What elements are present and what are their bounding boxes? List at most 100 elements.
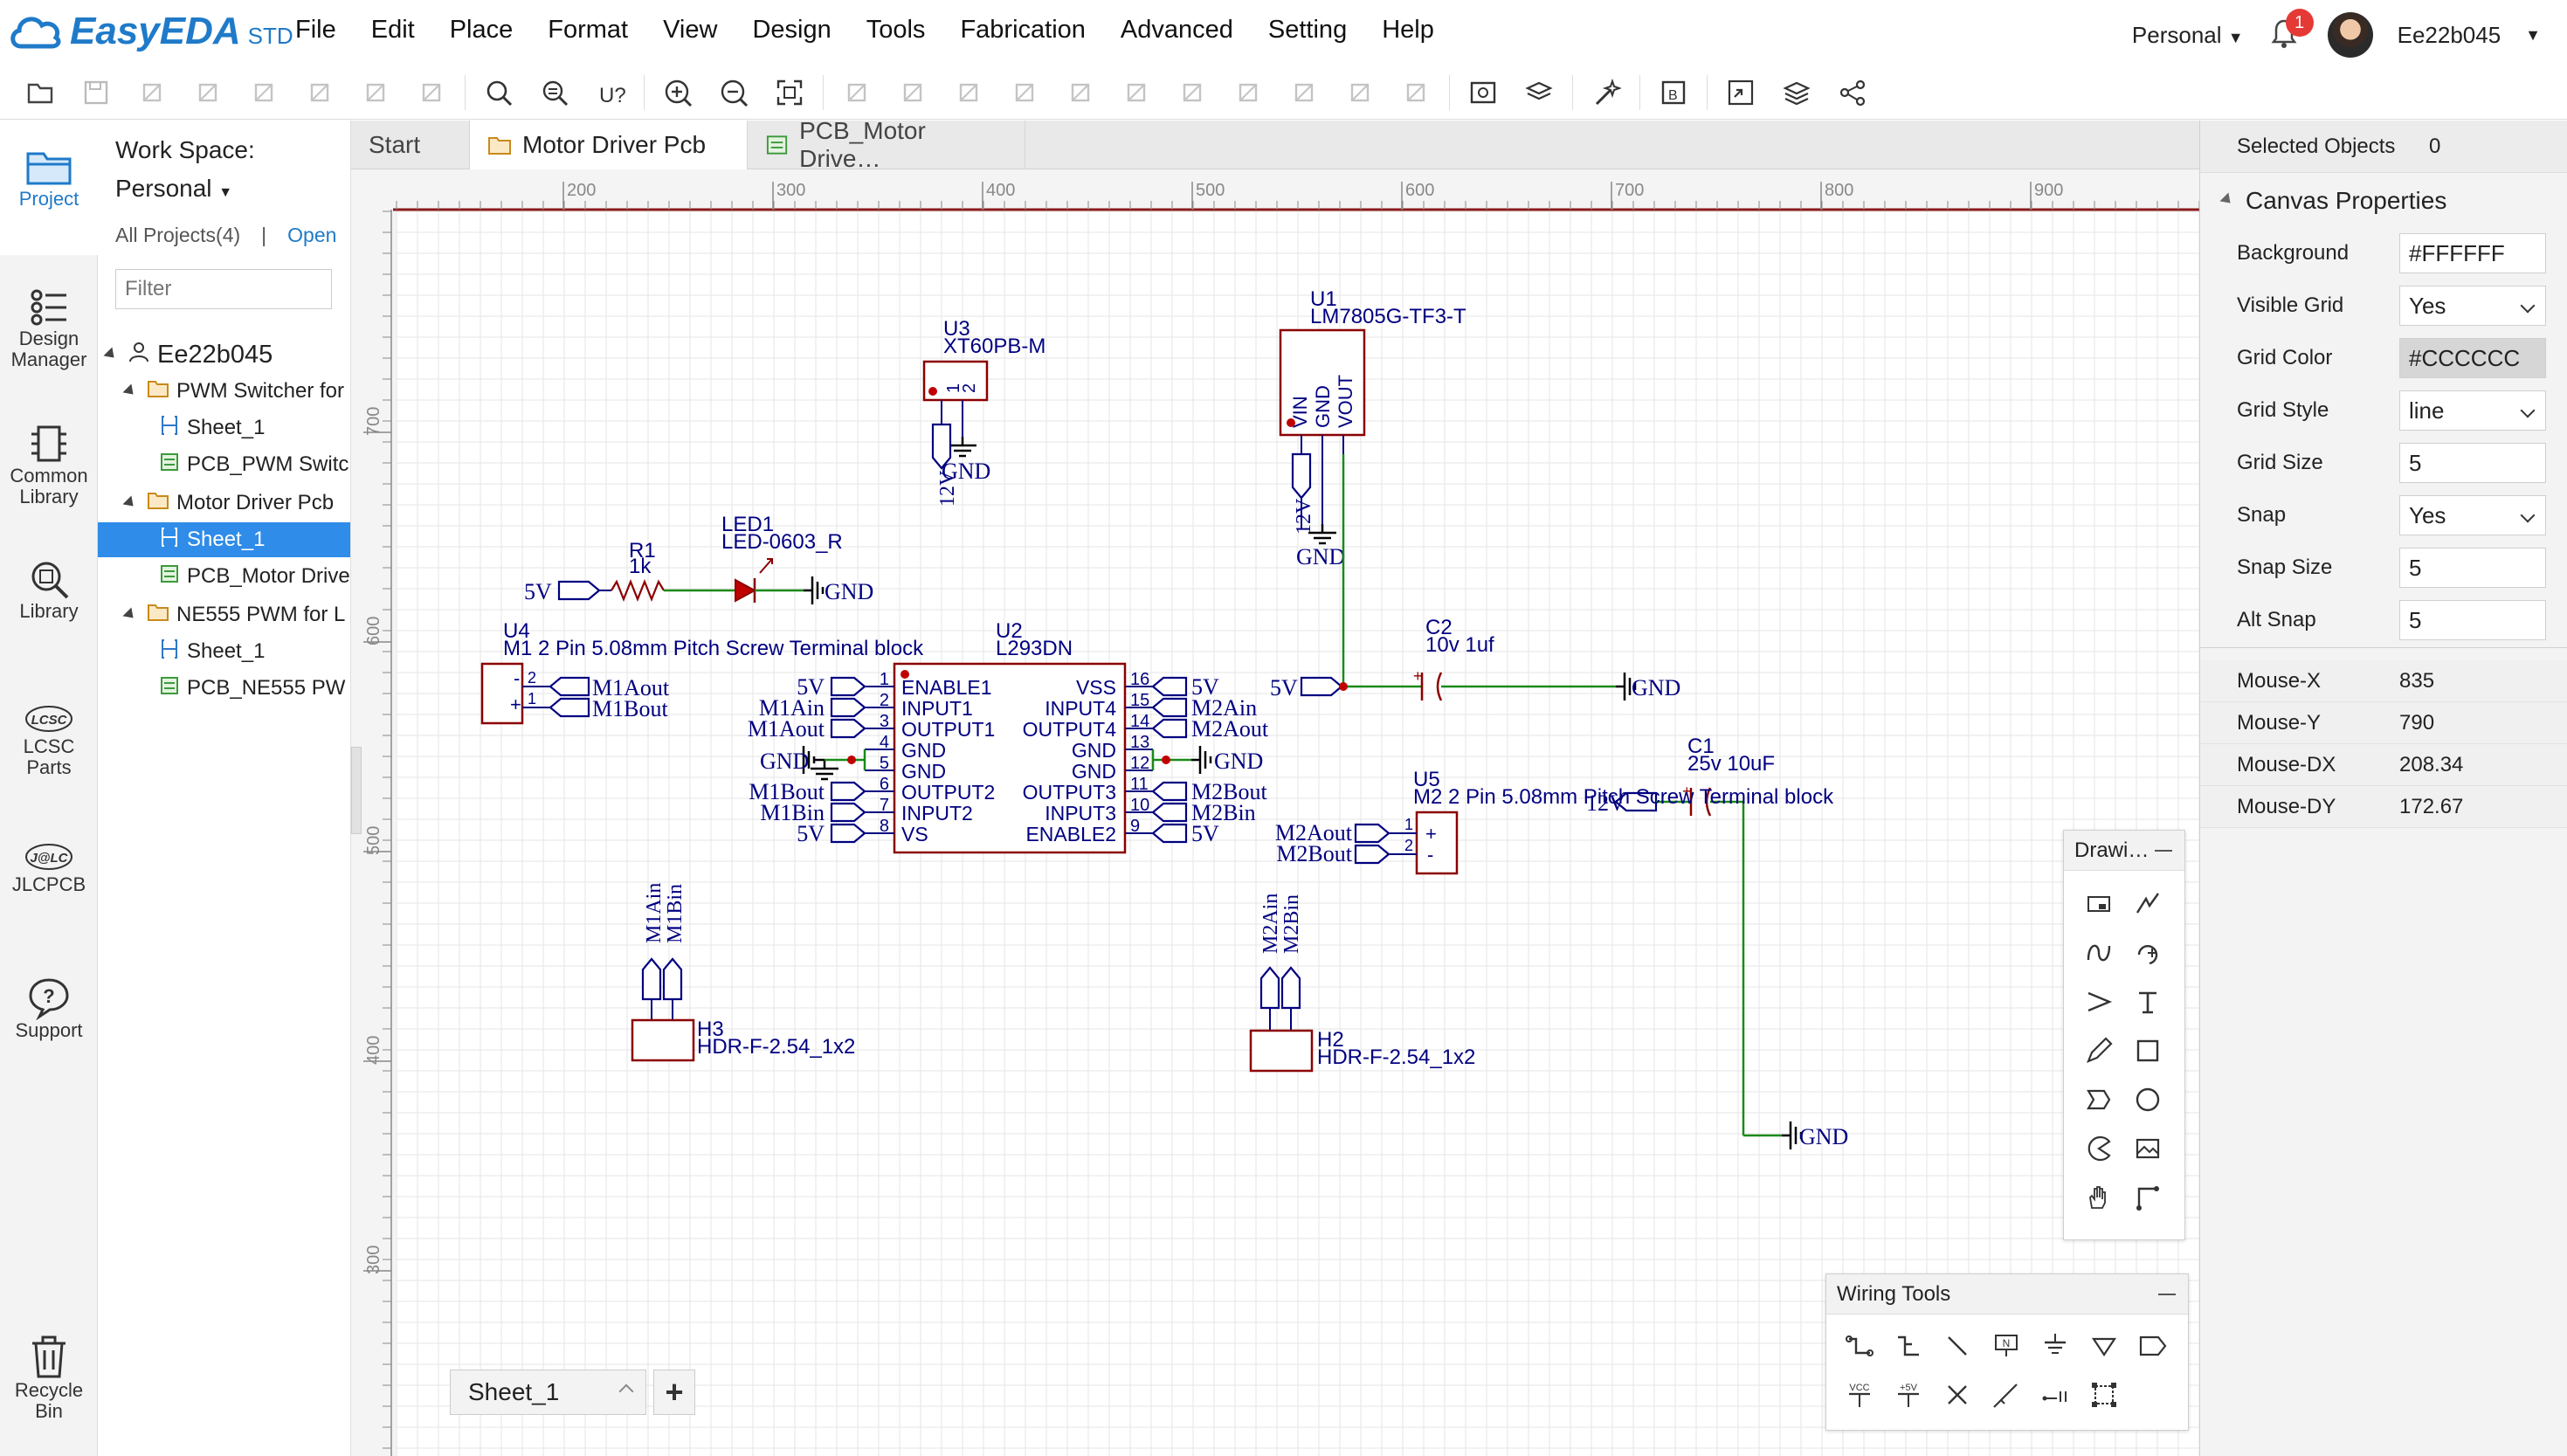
plus5v-icon[interactable]: +5V bbox=[1884, 1370, 1933, 1419]
prop-color[interactable]: #CCCCCC bbox=[2399, 338, 2546, 378]
bom-icon[interactable] bbox=[1511, 66, 1567, 120]
align-center-icon[interactable] bbox=[1220, 66, 1276, 120]
notification-button[interactable]: 1 bbox=[2268, 9, 2314, 54]
netport-icon[interactable] bbox=[2129, 1321, 2177, 1370]
arc-icon[interactable] bbox=[2123, 928, 2172, 977]
align-right-icon[interactable] bbox=[1052, 66, 1108, 120]
tree-item-sheet[interactable]: Sheet_1 bbox=[98, 411, 350, 445]
rail-jlcpcb[interactable]: J@LC JLCPCB bbox=[0, 839, 98, 895]
gnd-icon[interactable] bbox=[2031, 1321, 2080, 1370]
pie-icon[interactable] bbox=[2074, 1124, 2123, 1173]
collapse-triangle-icon[interactable] bbox=[2219, 192, 2235, 208]
tab-pcb-motor-drive[interactable]: PCB_Motor Drive… bbox=[748, 117, 1025, 172]
redo-icon[interactable] bbox=[180, 66, 236, 120]
image-icon[interactable] bbox=[2123, 1124, 2172, 1173]
rotate-icon[interactable] bbox=[829, 66, 885, 120]
prop-select[interactable]: line bbox=[2399, 390, 2546, 431]
bus-entry-icon[interactable] bbox=[2074, 880, 2123, 928]
menu-fabrication[interactable]: Fabrication bbox=[960, 16, 1086, 44]
bus-icon[interactable] bbox=[1884, 1321, 1933, 1370]
layers-icon[interactable] bbox=[1769, 66, 1825, 120]
tab-motor-driver-pcb[interactable]: Motor Driver Pcb bbox=[470, 121, 748, 169]
group-icon[interactable] bbox=[2080, 1370, 2129, 1419]
drawing-tools-header[interactable]: Drawi… bbox=[2064, 831, 2184, 871]
align-bottom-icon[interactable] bbox=[1164, 66, 1220, 120]
align-left-icon[interactable] bbox=[997, 66, 1052, 120]
menu-setting[interactable]: Setting bbox=[1267, 16, 1348, 44]
tree-item-sheet[interactable]: Sheet_1 bbox=[98, 522, 350, 557]
menu-view[interactable]: View bbox=[663, 16, 718, 44]
tree-item-pcb[interactable]: PCB_NE555 PW bbox=[98, 671, 350, 706]
filter-input[interactable] bbox=[115, 269, 332, 309]
tree-item-folder[interactable]: Motor Driver Pcb bbox=[98, 486, 350, 521]
rail-lcsc-parts[interactable]: LCSC LCSC Parts bbox=[0, 701, 98, 778]
expand-triangle-icon[interactable] bbox=[122, 383, 138, 399]
menu-edit[interactable]: Edit bbox=[370, 16, 415, 44]
avatar[interactable] bbox=[2327, 12, 2373, 58]
netlabel-icon[interactable]: N bbox=[1982, 1321, 2031, 1370]
rail-design-manager[interactable]: Design Manager bbox=[0, 286, 98, 370]
wire-zigzag-icon[interactable] bbox=[2123, 880, 2172, 928]
circle-icon[interactable] bbox=[2123, 1075, 2172, 1124]
drag-icon[interactable] bbox=[2123, 1173, 2172, 1222]
distribute-v-icon[interactable] bbox=[1388, 66, 1444, 120]
menu-tools[interactable]: Tools bbox=[866, 16, 926, 44]
tree-item-pcb[interactable]: PCB_Motor Drive bbox=[98, 559, 350, 594]
user-caret-icon[interactable]: ▼ bbox=[2525, 25, 2541, 44]
search-icon[interactable] bbox=[471, 66, 527, 120]
grid-align-icon[interactable] bbox=[1276, 66, 1332, 120]
freehand-icon[interactable] bbox=[2074, 1026, 2123, 1075]
add-sheet-button[interactable]: + bbox=[653, 1370, 695, 1415]
expand-triangle-icon[interactable] bbox=[122, 607, 138, 623]
copy-icon[interactable] bbox=[236, 66, 292, 120]
zoom-out-icon[interactable] bbox=[706, 66, 762, 120]
folder-icon[interactable] bbox=[12, 66, 68, 120]
menu-place[interactable]: Place bbox=[449, 16, 514, 44]
tree-item-folder[interactable]: PWM Switcher for bbox=[98, 374, 350, 409]
distribute-h-icon[interactable] bbox=[1332, 66, 1388, 120]
board-icon[interactable]: B bbox=[1646, 66, 1701, 120]
wiring-tools-header[interactable]: Wiring Tools bbox=[1826, 1274, 2188, 1315]
zoom-in-icon[interactable] bbox=[650, 66, 706, 120]
rail-common-library[interactable]: Common Library bbox=[0, 422, 98, 507]
magic-icon[interactable] bbox=[1578, 66, 1634, 120]
rail-support[interactable]: ? Support bbox=[0, 976, 98, 1041]
line-icon[interactable] bbox=[1933, 1321, 1982, 1370]
all-projects-link[interactable]: All Projects(4) bbox=[115, 224, 241, 246]
prop-input[interactable]: 5 bbox=[2399, 600, 2546, 640]
sheet-up-icon[interactable] bbox=[618, 1384, 634, 1399]
minimize-icon[interactable] bbox=[2158, 1294, 2176, 1295]
menu-file[interactable]: File bbox=[295, 16, 336, 44]
convert-pcb-icon[interactable] bbox=[1713, 66, 1769, 120]
wire-icon[interactable] bbox=[1835, 1321, 1884, 1370]
workspace-dropdown[interactable]: Personal ▼ bbox=[2132, 22, 2244, 49]
prop-input[interactable]: #FFFFFF bbox=[2399, 233, 2546, 273]
workspace-select[interactable]: Personal ▼ bbox=[115, 175, 232, 203]
canvas-properties-header[interactable]: Canvas Properties bbox=[2200, 175, 2567, 227]
pan-hand-icon[interactable] bbox=[2074, 1173, 2123, 1222]
tab-start[interactable]: Start bbox=[351, 121, 470, 169]
easyeda-logo[interactable]: EasyEDA STD bbox=[9, 7, 293, 56]
arrow-icon[interactable] bbox=[2074, 977, 2123, 1026]
netflag-icon[interactable] bbox=[2080, 1321, 2129, 1370]
user-name[interactable]: Ee22b045 bbox=[2397, 21, 2501, 48]
no-connect-icon[interactable] bbox=[1933, 1370, 1982, 1419]
rail-library[interactable]: Library bbox=[0, 557, 98, 622]
sheet-tab[interactable]: Sheet_1 bbox=[450, 1370, 646, 1415]
find-similar-icon[interactable] bbox=[527, 66, 583, 120]
tree-item-user[interactable]: Ee22b045 bbox=[98, 337, 350, 372]
fit-view-icon[interactable] bbox=[762, 66, 818, 120]
cut-icon[interactable] bbox=[348, 66, 404, 120]
expand-triangle-icon[interactable] bbox=[122, 495, 138, 511]
tree-item-folder[interactable]: NE555 PWM for L bbox=[98, 597, 350, 632]
rectangle-icon[interactable] bbox=[2123, 1026, 2172, 1075]
bezier-icon[interactable] bbox=[2074, 928, 2123, 977]
minimize-icon[interactable] bbox=[2155, 850, 2172, 852]
rail-project[interactable]: Project bbox=[0, 121, 98, 255]
undo-icon[interactable] bbox=[124, 66, 180, 120]
share-icon[interactable] bbox=[1825, 66, 1880, 120]
paste-icon[interactable] bbox=[292, 66, 348, 120]
prop-select[interactable]: Yes bbox=[2399, 495, 2546, 535]
vcc-icon[interactable]: VCC bbox=[1835, 1370, 1884, 1419]
